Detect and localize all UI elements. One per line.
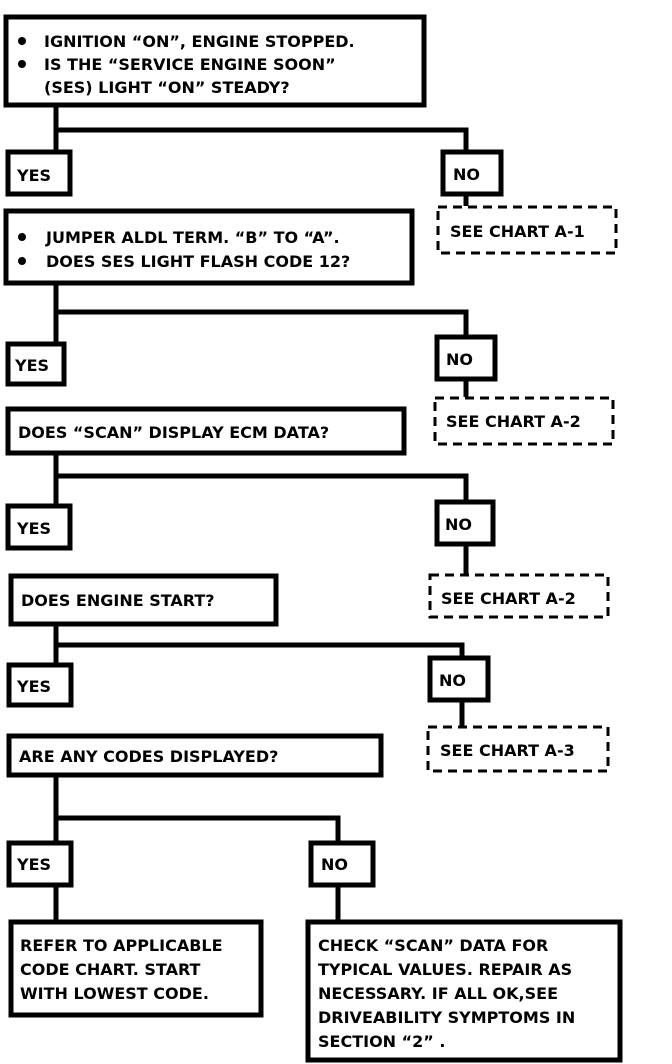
q1-bullet-ses-light-line2: (SES) LIGHT “ON” STEADY? — [44, 78, 290, 97]
bullet-dot — [18, 37, 26, 45]
bullet-dot — [18, 60, 26, 68]
yes-label: YES — [16, 166, 51, 185]
yes-box-4: YES — [6, 662, 74, 708]
q5-text: ARE ANY CODES DISPLAYED? — [19, 747, 278, 766]
see-chart-a3: SEE CHART A-3 — [440, 741, 575, 760]
q2-bullet-flash-code: DOES SES LIGHT FLASH CODE 12? — [46, 252, 350, 271]
result-no-line: CHECK “SCAN” DATA FOR — [318, 936, 548, 955]
yes-label: YES — [14, 356, 49, 375]
result-check-scan-data: CHECK “SCAN” DATA FOR TYPICAL VALUES. RE… — [305, 919, 623, 1063]
q3-text: DOES “SCAN” DISPLAY ECM DATA? — [18, 423, 329, 442]
see-chart-box-1: SEE CHART A-1 — [436, 205, 618, 255]
connector-q4 — [53, 624, 465, 665]
question-engine-start: DOES ENGINE START? — [8, 573, 279, 627]
result-yes-line: REFER TO APPLICABLE — [20, 936, 223, 955]
see-chart-a2: SEE CHART A-2 — [441, 589, 576, 608]
result-no-line: SECTION “2” . — [318, 1032, 445, 1051]
question-codes-displayed: ARE ANY CODES DISPLAYED? — [6, 733, 384, 778]
see-chart-box-2: SEE CHART A-2 — [433, 396, 615, 446]
q2-bullet-jumper: JUMPER ALDL TERM. “B” TO “A”. — [45, 228, 340, 247]
yes-label: YES — [16, 855, 51, 874]
see-chart-a2: SEE CHART A-2 — [446, 412, 581, 431]
yes-box-2: YES — [5, 341, 67, 387]
connector-q3 — [53, 453, 469, 506]
no-box-1: NO — [440, 149, 504, 197]
yes-box-1: YES — [5, 149, 73, 197]
see-chart-box-3: SEE CHART A-2 — [428, 573, 610, 619]
no-box-5: NO — [308, 840, 376, 888]
connectors — [53, 105, 469, 922]
no-label: NO — [439, 671, 466, 690]
no-label: NO — [321, 855, 348, 874]
yes-box-5: YES — [6, 840, 74, 888]
no-box-3: NO — [434, 499, 496, 547]
connector-q5 — [53, 775, 341, 843]
result-yes-line: WITH LOWEST CODE. — [20, 984, 209, 1003]
question-jumper-aldl: JUMPER ALDL TERM. “B” TO “A”. DOES SES L… — [3, 208, 415, 286]
yes-label: YES — [16, 677, 51, 696]
q1-bullet-ses-light-line1: IS THE “SERVICE ENGINE SOON” — [44, 55, 336, 74]
yes-box-3: YES — [5, 503, 73, 551]
bullet-dot — [18, 233, 26, 241]
q4-text: DOES ENGINE START? — [21, 591, 215, 610]
question-ignition-ses-light: IGNITION “ON”, ENGINE STOPPED. IS THE “S… — [3, 14, 427, 108]
see-chart-a1: SEE CHART A-1 — [450, 222, 585, 241]
no-box-2: NO — [434, 334, 498, 382]
result-no-line: TYPICAL VALUES. REPAIR AS — [318, 960, 572, 979]
see-chart-box-4: SEE CHART A-3 — [426, 725, 610, 773]
connector-q1 — [53, 105, 469, 152]
connector-q2 — [53, 283, 469, 344]
no-label: NO — [445, 515, 472, 534]
q1-bullet-ignition: IGNITION “ON”, ENGINE STOPPED. — [44, 32, 355, 51]
result-no-line: DRIVEABILITY SYMPTOMS IN — [318, 1008, 575, 1027]
bullet-dot — [18, 257, 26, 265]
result-no-line: NECESSARY. IF ALL OK,SEE — [318, 984, 558, 1003]
result-yes-line: CODE CHART. START — [20, 960, 201, 979]
no-label: NO — [453, 165, 480, 184]
no-label: NO — [446, 350, 473, 369]
question-scan-display: DOES “SCAN” DISPLAY ECM DATA? — [5, 406, 407, 456]
result-refer-code-chart: REFER TO APPLICABLE CODE CHART. START WI… — [8, 919, 264, 1018]
yes-label: YES — [16, 519, 51, 538]
no-box-4: NO — [427, 655, 491, 703]
